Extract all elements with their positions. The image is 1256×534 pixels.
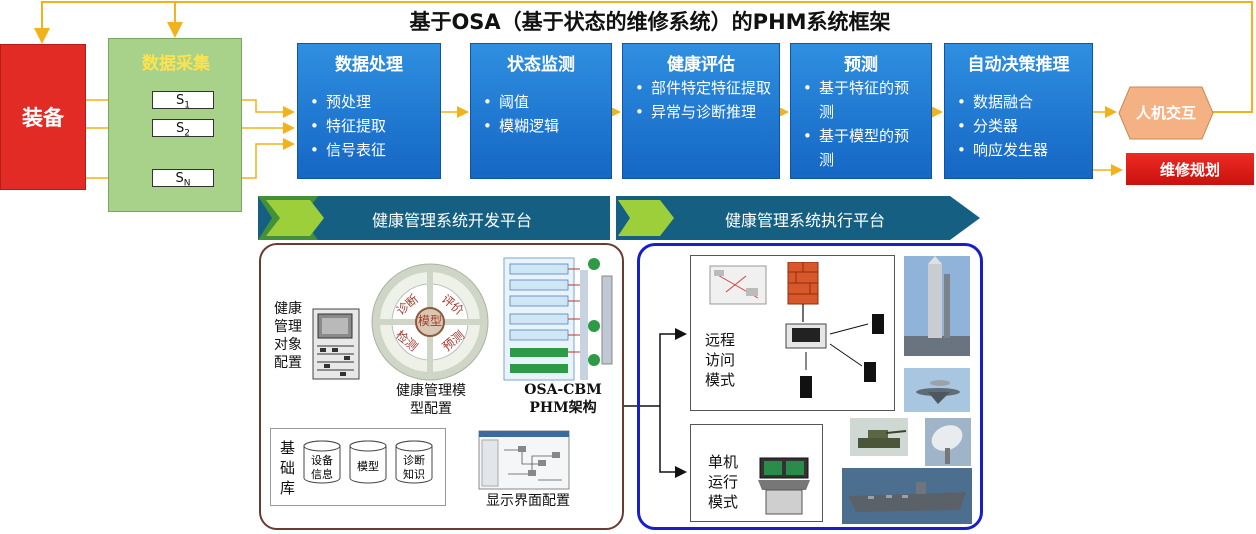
osa-cbm-architecture-icon [503,257,613,381]
stage-health-assessment: 健康评估 部件特定特征提取 异常与诊断推理 [622,43,780,179]
stage-item: 部件特定特征提取 [635,76,771,100]
stage-title: 数据处理 [335,55,403,75]
aircraft-photo [904,368,970,412]
db-device-info: 设备信息 [311,454,333,481]
network-diagram [709,262,884,398]
acquisition-title: 数据采集 [142,54,210,74]
stage-item: 模糊逻辑 [483,114,559,138]
stage-item: 预处理 [310,90,386,114]
display-config-label: 显示界面配置 [486,493,570,509]
remote-access-label: 远程访问模式 [705,331,736,389]
stage-condition-monitoring: 状态监测 阈值 模糊逻辑 [470,43,612,179]
stage-title: 自动决策推理 [967,55,1070,75]
stage-title: 预测 [844,55,878,75]
stage-item: 阈值 [483,90,559,114]
stage-item: 特征提取 [310,114,386,138]
aircraft-carrier-photo [842,468,972,524]
stage-item: 响应发生器 [957,138,1048,162]
db-model: 模型 [357,460,379,473]
stage-item: 分类器 [957,114,1048,138]
stage-item: 基于特征的预测 [803,76,923,124]
model-config-label: 健康管理模型配置 [396,383,466,417]
exec-platform-panel [637,243,983,530]
osa-cbm-label: OSA-CBM PHM架构 [524,382,602,416]
db-diagnosis-knowledge: 诊断知识 [403,454,425,481]
ring-center-label: 模型 [417,314,442,328]
stage-item: 数据融合 [957,90,1048,114]
platform-banners [258,196,980,240]
stage-auto-decision: 自动决策推理 数据融合 分类器 响应发生器 [944,43,1093,179]
radar-dish-photo [925,418,971,466]
dev-platform-panel [259,243,624,530]
stage-title: 状态监测 [507,55,575,75]
stage-title: 健康评估 [667,55,735,75]
object-config-label: 健康管理对象配置 [274,301,302,371]
equipment-box: 装备 [0,44,86,190]
hmi-label: 人机交互 [1135,103,1196,122]
stage-item: 异常与诊断推理 [635,100,771,124]
base-library-box [270,428,446,506]
database-icons [303,440,433,484]
display-config-screenshot [478,430,570,490]
standalone-label: 单机运行模式 [708,453,739,511]
stage-prognosis: 预测 基于特征的预测 基于模型的预测 [790,43,932,179]
model-ring-diagram [371,263,489,381]
exec-platform-label: 健康管理系统执行平台 [725,211,886,230]
stage-data-processing: 数据处理 预处理 特征提取 信号表征 [297,43,441,179]
hmi-hexagon [1118,86,1214,140]
rocket-launch-photo [904,256,970,356]
circuit-board-icon [312,308,360,380]
dev-platform-label: 健康管理系统开发平台 [372,211,533,230]
sensor-sn: SN [152,169,214,189]
stage-item: 基于模型的预测 [803,124,923,172]
sensor-s2: S2 [152,119,214,139]
stage-item: 信号表征 [310,138,386,162]
maintenance-planning-box: 维修规划 [1126,153,1254,185]
base-library-label: 基础库 [280,439,296,497]
sensor-s1: S1 [152,91,214,111]
tank-photo [850,418,908,456]
console-icon [758,457,810,515]
page-title: 基于OSA（基于状态的维修系统）的PHM系统框架 [409,10,891,34]
